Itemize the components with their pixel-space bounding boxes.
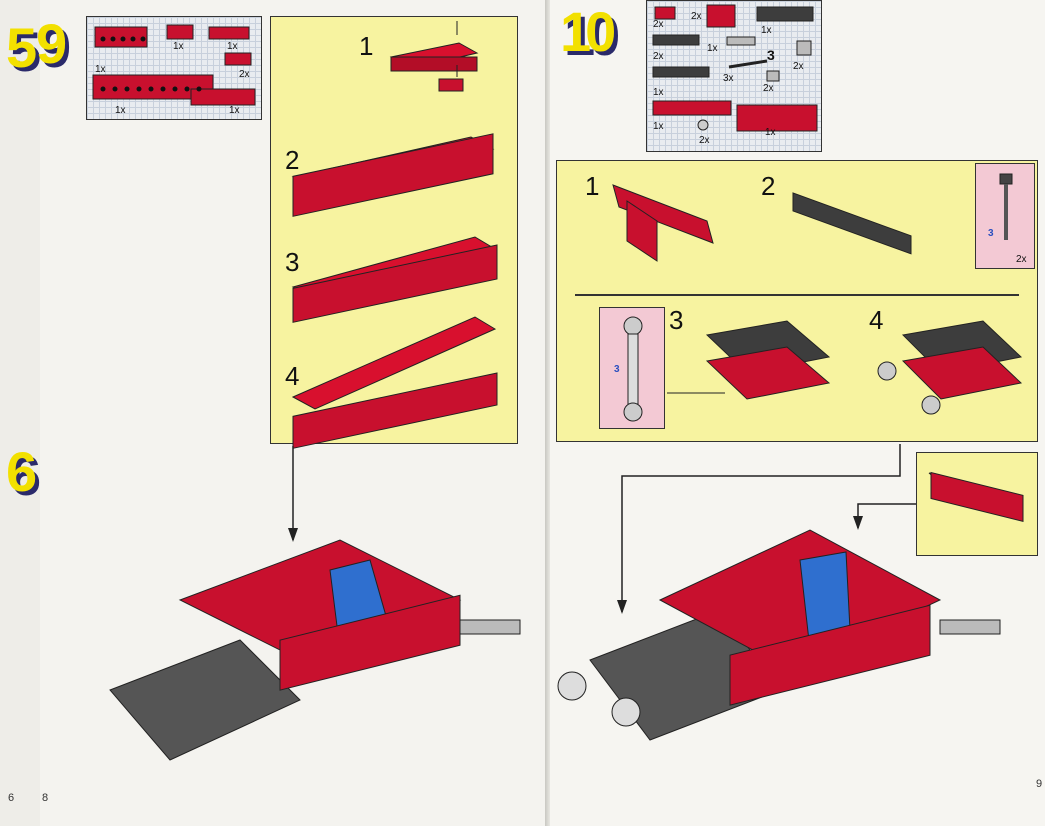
brick-callout-illustration [928,471,1024,523]
parts-list: 1x 1x 1x 2x 1x 1x [86,16,262,120]
part-qty: 1x [761,25,772,36]
parts-list-bricks [652,4,818,132]
part-qty: 2x [691,11,702,22]
substep-number: 4 [285,361,300,391]
part-qty: 2x [653,19,664,30]
part-qty: 1x [95,64,106,75]
left-page: 9 1x 1x 1x 2x 1x 1x 1 2 3 4 [36,0,545,826]
part-qty: 2x [653,51,664,62]
substep-number: 1 [359,31,374,61]
part-qty: 2x [763,83,774,94]
part-qty: 1x [173,41,184,52]
part-qty: 2x [699,135,710,146]
substep-illustrations [612,184,1023,415]
part-qty: 3x [723,73,734,84]
parts-list: 2x 2x 1x 2x 1x 3 3x 2x 2x 1x 1x 2x 1x [646,0,822,152]
page-number-edge: 6 [8,792,15,804]
substep-panel: 1 2 3 4 [270,16,518,449]
axle-illustration [999,173,1013,240]
substep-panel: 1 2 3 4 3 2x 3 [556,160,1038,442]
previous-page-edge: 5 6 6 [0,0,41,826]
panel-divider [575,294,1019,296]
substep-illustrations [291,21,498,449]
step-number-edge-mid: 6 [6,440,37,503]
part-qty: 1x [707,43,718,54]
part-qty: 1x [653,121,664,132]
parts-list-bricks [92,24,256,106]
substep-number: 1 [585,171,600,201]
substep-number: 4 [869,305,884,335]
assembly-right [557,444,1001,741]
part-qty: 2x [793,61,804,72]
part-qty: 1x [765,127,776,138]
brick-callout-panel [916,452,1038,556]
axle-length: 3 [988,228,994,239]
part-qty: 1x [115,105,126,116]
axle-length: 3 [767,47,775,63]
substep-number: 3 [669,305,684,335]
part-qty: 1x [227,41,238,52]
substep-number: 2 [285,145,300,175]
joint-length: 3 [614,364,620,375]
axle-qty: 2x [1016,254,1027,265]
step-number-edge-top: 5 [6,16,37,79]
substep-number: 3 [285,247,300,277]
part-qty: 1x [229,105,240,116]
part-qty: 2x [239,69,250,80]
part-qty: 1x [653,87,664,98]
axle-callout: 3 2x [975,163,1035,269]
page-number: 9 [1036,778,1043,790]
joint-callout: 3 [599,307,665,429]
book-spine [545,0,550,826]
assembly-left [109,446,521,761]
step-number: 10 [560,0,616,63]
right-page: 10 2x 2x 1x 2x 1x 3 3x 2x 2x 1x 1x 2x 1x [550,0,1045,826]
joint-illustration [623,316,643,422]
substep-number: 2 [761,171,776,201]
page-number: 8 [42,792,49,804]
